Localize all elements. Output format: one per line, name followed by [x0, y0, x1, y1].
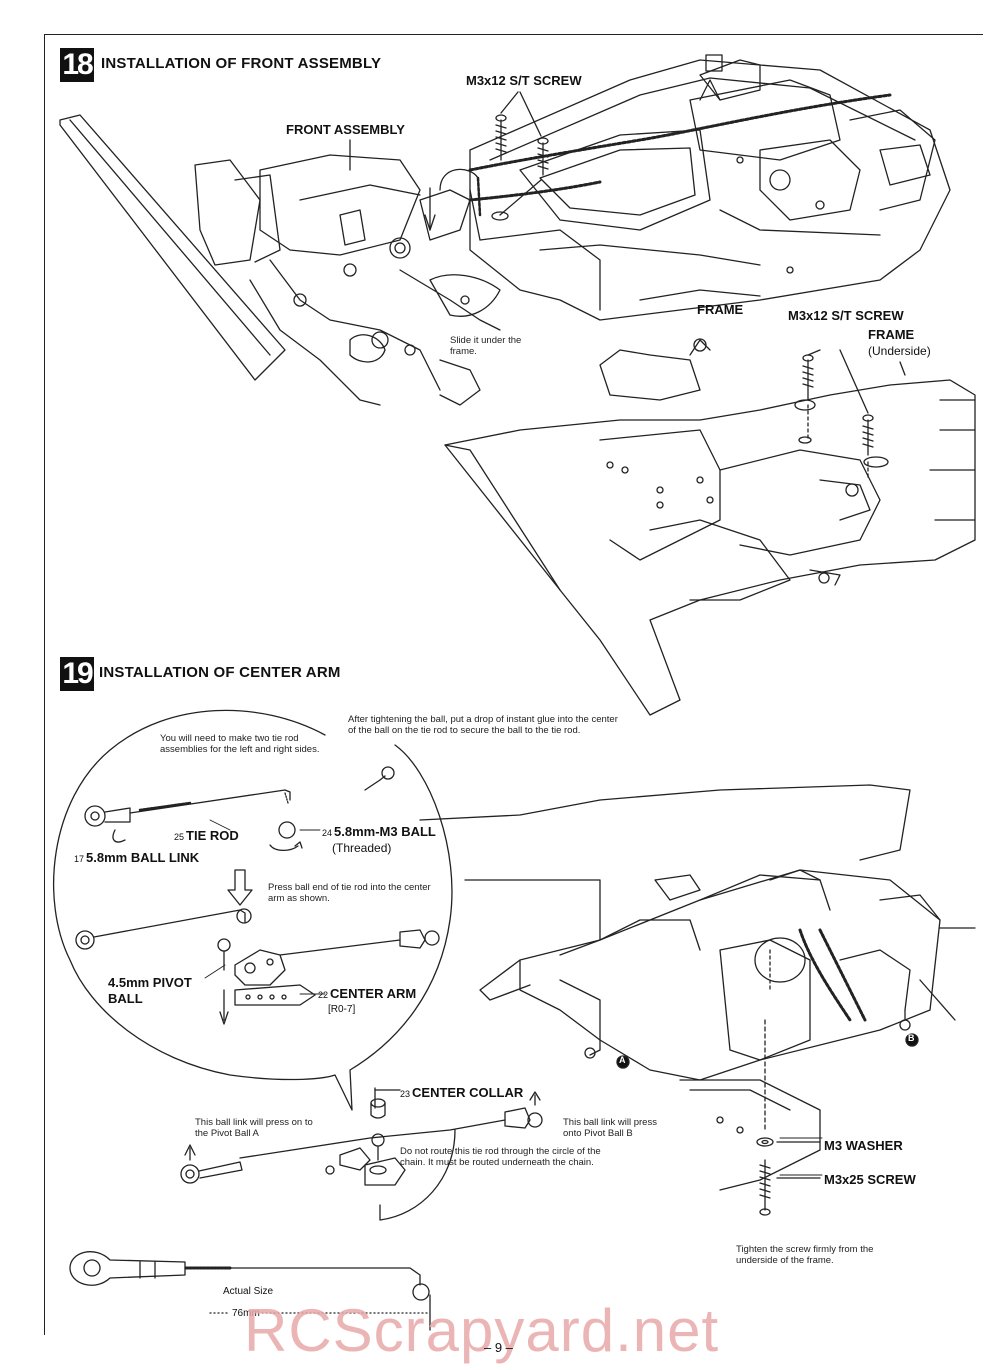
part-number-tie-rod: 25 — [174, 832, 185, 842]
actual-size-tie-rod — [69, 1251, 431, 1331]
note-pivot-a: This ball link will press on to the Pivo… — [195, 1117, 313, 1139]
center-arm-detail — [180, 1087, 543, 1221]
label-underside: (Underside) — [868, 344, 931, 358]
step-19-badge: 19 — [60, 657, 94, 691]
label-m3-washer: M3 WASHER — [824, 1138, 903, 1153]
step-19-title: INSTALLATION OF CENTER ARM — [99, 664, 341, 681]
note-route: Do not route this tie rod through the ci… — [400, 1146, 601, 1168]
ball-text: 5.8mm-M3 BALL — [334, 824, 436, 839]
leader-lines — [204, 819, 823, 1176]
label-76mm: 76mm — [232, 1308, 260, 1319]
part-number-ball: 24 — [322, 828, 333, 838]
label-pivot-ball: 4.5mm PIVOT BALL — [108, 975, 192, 1006]
part-number-center-arm: 22 — [318, 990, 329, 1000]
screw-m3x12-top — [491, 91, 549, 221]
chassis-frame-top — [468, 54, 951, 321]
label-actual-size: Actual Size — [223, 1286, 274, 1297]
step-18-badge: 18 — [60, 48, 94, 82]
watermark: RCScrapyard.net — [244, 1297, 720, 1364]
label-front-assembly: FRONT ASSEMBLY — [286, 122, 405, 137]
marker-b: B — [908, 1033, 915, 1043]
label-m3x12-screw-top: M3x12 S/T SCREW — [466, 73, 582, 88]
note-pivot-b: This ball link will press onto Pivot Bal… — [563, 1117, 657, 1139]
center-collar-text: CENTER COLLAR — [412, 1085, 524, 1100]
note-press-ball: Press ball end of tie rod into the cente… — [268, 882, 431, 904]
front-assembly — [59, 114, 501, 406]
detail-circle — [53, 709, 453, 1111]
chassis-step19 — [419, 784, 976, 1216]
label-m3x25-screw: M3x25 SCREW — [824, 1172, 916, 1187]
note-slide-under: Slide it under the frame. — [450, 335, 522, 357]
label-m3x12-screw-underside: M3x12 S/T SCREW — [788, 308, 904, 323]
label-frame-underside: FRAME — [868, 327, 915, 342]
label-ball-threaded: (Threaded) — [332, 841, 392, 855]
label-center-arm-code: [R0-7] — [328, 1004, 356, 1015]
label-frame: FRAME — [697, 302, 744, 317]
note-two-assemblies: You will need to make two tie rod assemb… — [160, 733, 320, 755]
marker-a: A — [619, 1055, 626, 1065]
page-number: – 9 – — [484, 1340, 513, 1355]
ball-link-text: 5.8mm BALL LINK — [86, 850, 200, 865]
center-arm-text: CENTER ARM — [330, 986, 417, 1001]
page-frame — [44, 34, 983, 1335]
note-tighten: Tighten the screw firmly from the unders… — [736, 1244, 874, 1266]
step-18-title: INSTALLATION OF FRONT ASSEMBLY — [101, 55, 382, 72]
part-number-ball-link: 17 — [74, 854, 85, 864]
chassis-underside — [444, 338, 976, 716]
tie-rod-text: TIE ROD — [186, 828, 239, 843]
note-glue: After tightening the ball, put a drop of… — [348, 714, 618, 736]
part-number-center-collar: 23 — [400, 1089, 411, 1099]
